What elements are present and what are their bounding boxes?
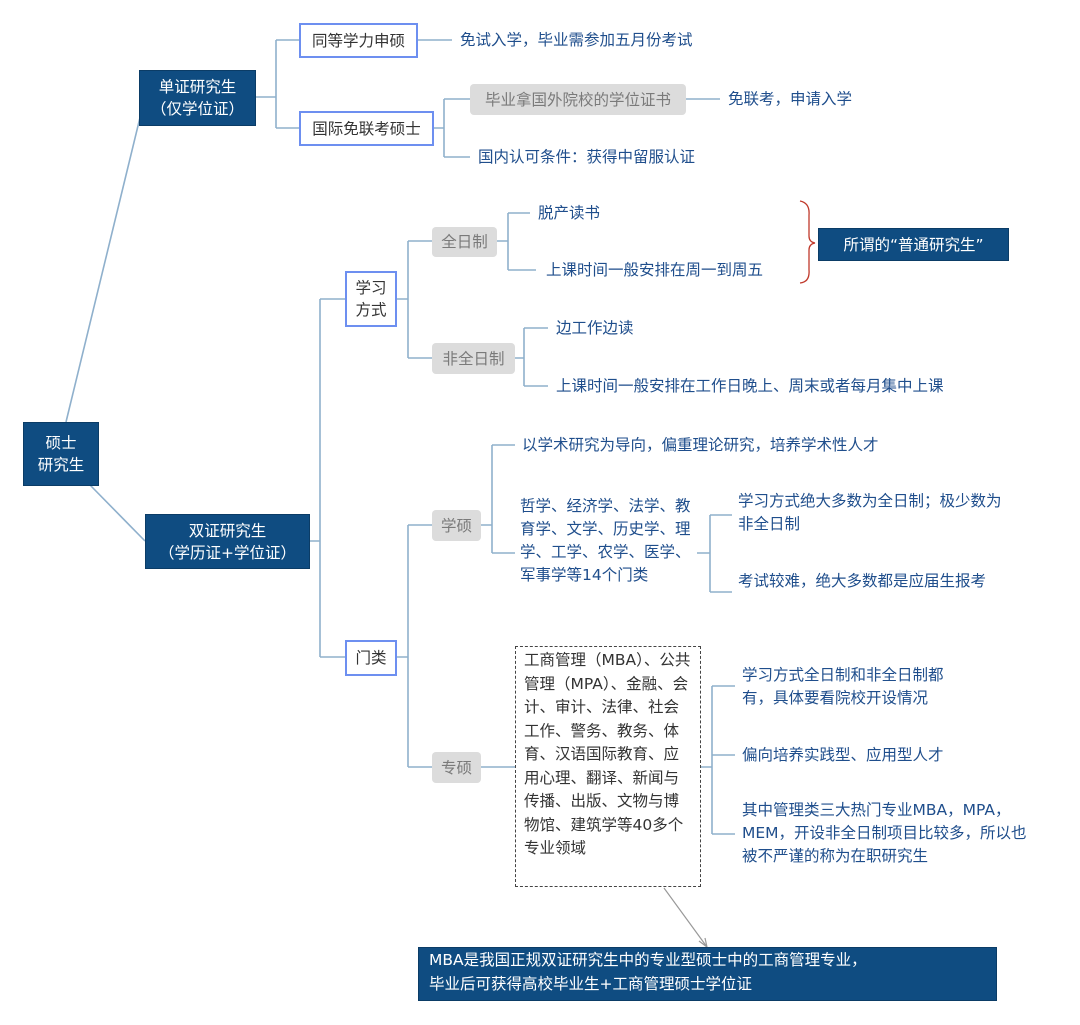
parttime-node[interactable]: 非全日制 [432,343,515,374]
fulltime-node[interactable]: 全日制 [432,227,497,257]
professional-note: 其中管理类三大热门专业MBA，MPA，MEM，开设非全日制项目比较多，所以也被不… [742,801,1027,865]
callout-line: MBA是我国正规双证研究生中的专业型硕士中的工商管理专业， [429,951,867,969]
professional-note: 学习方式全日制和非全日制都有，具体要看院校开设情况 [742,666,944,707]
connector [480,444,515,554]
single-cert-sublabel: （仅学位证） [150,100,244,118]
double-cert-node[interactable]: 双证研究生 （学历证+学位证） [145,514,310,569]
intl-degree-node[interactable]: 毕业拿国外院校的学位证书 [470,84,686,115]
double-cert-sublabel: （学历证+学位证） [159,543,296,562]
professional-node[interactable]: 专硕 [432,752,481,783]
connector [700,685,735,835]
connector [514,327,548,387]
double-cert-label: 双证研究生 [188,521,267,540]
single-cert-node[interactable]: 单证研究生 （仅学位证） [139,70,256,126]
brace [799,200,816,284]
academic-note: 考试较难，绝大多数都是应届生报考 [738,572,987,590]
callout-arrow [663,887,708,948]
fulltime-item: 脱产读书 [538,204,601,222]
connector [89,484,146,542]
parttime-item: 上课时间一般安排在工作日晚上、周末或者每月集中上课 [556,377,944,395]
professional-note: 偏向培养实践型、应用型人才 [742,746,944,764]
study-mode-label-2: 方式 [355,301,387,319]
connector [496,212,536,271]
academic-orientation: 以学术研究为导向，偏重理论研究，培养学术性人才 [522,436,879,454]
regular-grad-note[interactable]: 所谓的“普通研究生” [818,228,1009,261]
equal-degree-node[interactable]: 同等学力申硕 [299,23,418,58]
intl-condition: 国内认可条件：获得中留服认证 [478,148,696,166]
connector [255,39,299,129]
study-mode-node[interactable]: 学习 方式 [345,271,397,327]
connector [396,240,432,359]
mba-callout[interactable]: MBA是我国正规双证研究生中的专业型硕士中的工商管理专业， 毕业后可获得高校毕业… [418,947,997,1001]
callout-line: 毕业后可获得高校毕业生+工商管理硕士学位证 [429,975,752,993]
connector [65,96,146,423]
parttime-item: 边工作边读 [556,319,634,337]
connector [697,514,732,593]
connector [433,98,470,158]
fulltime-item: 上课时间一般安排在周一到周五 [546,261,764,279]
study-mode-label: 学习 [355,279,387,297]
connector [309,298,345,658]
intl-node[interactable]: 国际免联考硕士 [299,111,434,146]
connector [396,524,432,768]
professional-fields-box[interactable]: 工商管理（MBA）、公共管理（MPA）、金融、会计、审计、法律、社会工作、警务、… [515,646,701,887]
academic-node[interactable]: 学硕 [432,510,481,541]
category-node[interactable]: 门类 [345,640,397,676]
academic-note: 学习方式绝大多数为全日制；极少数为非全日制 [738,492,1002,533]
academic-fields: 哲学、经济学、法学、教育学、文学、历史学、理学、工学、农学、医学、军事学等14个… [520,497,691,584]
equal-degree-desc: 免试入学，毕业需参加五月份考试 [460,31,693,49]
single-cert-label: 单证研究生 [158,78,237,96]
intl-degree-desc: 免联考，申请入学 [728,90,853,108]
root-node[interactable]: 硕士 研究生 [23,422,99,486]
